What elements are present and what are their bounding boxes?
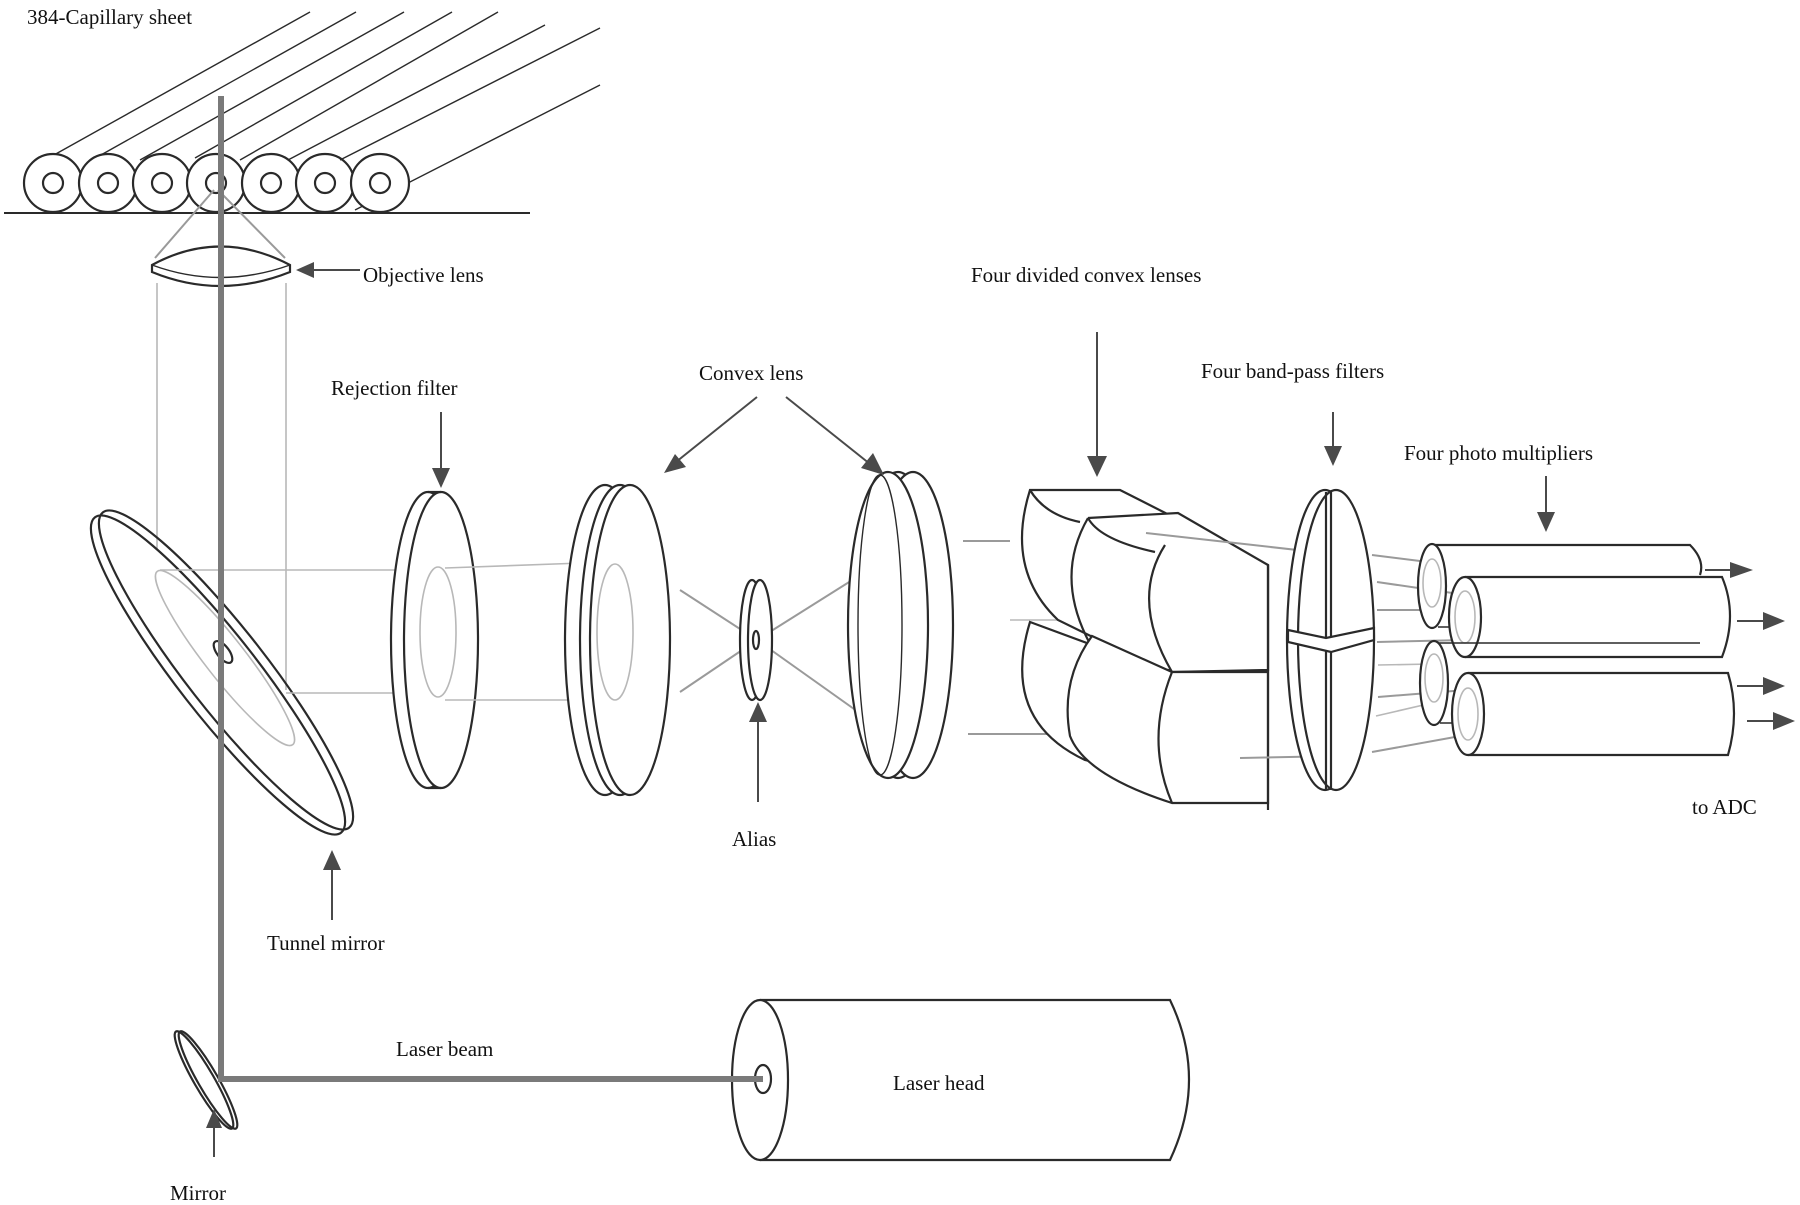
capillary-tube (339, 27, 601, 214)
filter-to-pmt-light (1371, 554, 1467, 753)
label-four-divided-convex-lenses: Four divided convex lenses (971, 263, 1201, 287)
label-laser-head: Laser head (893, 1071, 985, 1095)
rejection-filter (389, 490, 606, 790)
rejection-filter-pointer (432, 412, 450, 488)
convex-lens-1 (563, 483, 672, 797)
four-divided-convex-lenses (963, 488, 1341, 810)
capillary-sheet (4, 11, 601, 214)
tunnel-mirror-pointer (323, 850, 341, 920)
capillary-tube (131, 11, 405, 214)
laser-beam-path (218, 96, 762, 1082)
photo-multipliers-pointer (1537, 476, 1555, 532)
capillary-tube (287, 24, 546, 214)
label-laser-beam: Laser beam (396, 1037, 493, 1061)
photomultiplier-tube (1450, 671, 1736, 757)
label-capillary-sheet: 384-Capillary sheet (27, 5, 192, 29)
objective-lens-pointer (296, 262, 360, 278)
four-band-pass-filters (1285, 488, 1376, 792)
label-rejection-filter: Rejection filter (331, 376, 458, 400)
label-to-adc: to ADC (1692, 795, 1757, 819)
photomultiplier-tube (1416, 542, 1703, 630)
tunnel-mirror (89, 509, 445, 836)
laser-head (700, 998, 1191, 1162)
four-photo-multipliers (1416, 542, 1795, 757)
alias-pinhole (738, 578, 774, 702)
photomultiplier-tube (1418, 639, 1700, 727)
band-pass-filters-pointer (1324, 412, 1342, 466)
label-objective-lens: Objective lens (363, 263, 484, 287)
output-arrow (1737, 612, 1785, 630)
capillary-tube (77, 11, 357, 214)
convex-lens-pointer-right (785, 396, 884, 475)
four-divided-lenses-pointer (1087, 332, 1107, 477)
convex-lens-2 (846, 470, 955, 780)
mirror-pointer (206, 1109, 222, 1157)
label-four-photo-multipliers: Four photo multipliers (1404, 441, 1593, 465)
label-mirror: Mirror (170, 1181, 226, 1205)
photomultiplier-tube (1447, 575, 1732, 659)
label-tunnel-mirror: Tunnel mirror (267, 931, 385, 955)
label-alias: Alias (732, 827, 776, 851)
mirror (173, 1030, 260, 1130)
output-arrow (1737, 677, 1785, 695)
output-arrow (1747, 712, 1795, 730)
label-convex-lens: Convex lens (699, 361, 803, 385)
label-four-band-pass-filters: Four band-pass filters (1201, 359, 1384, 383)
output-arrow (1705, 562, 1753, 578)
capillary-tube (239, 11, 499, 214)
alias-pointer (749, 702, 767, 802)
convex-lens-pointer-left (664, 396, 758, 473)
